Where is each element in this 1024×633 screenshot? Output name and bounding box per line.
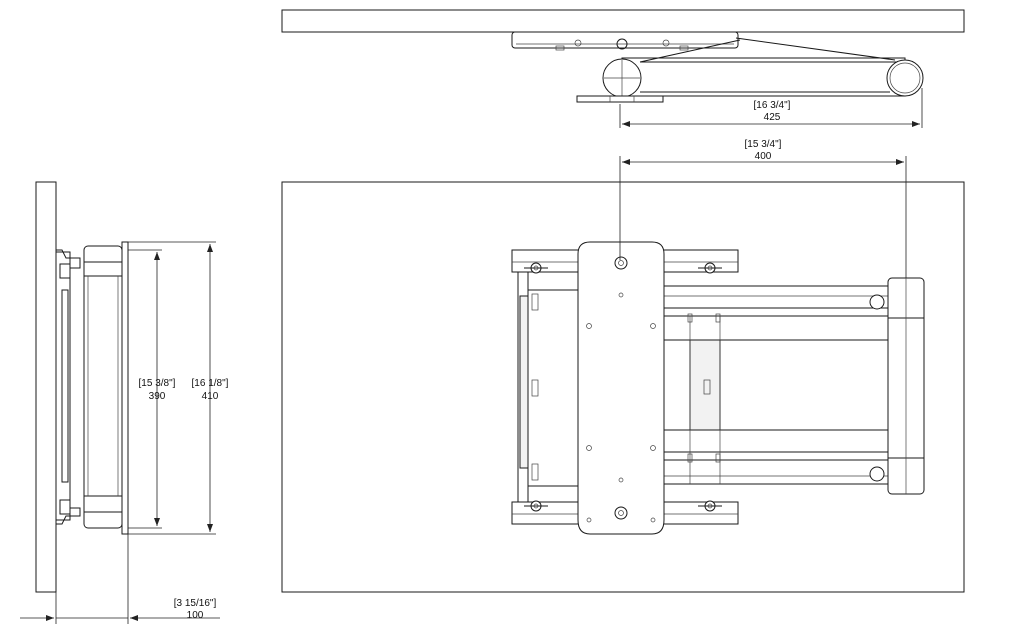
side-view: [15 3/8"] 390 [16 1/8"] 410 [3 15/16"] 1… xyxy=(20,181,229,624)
side-tv-plate xyxy=(121,241,129,535)
dim-depth-metric: 100 xyxy=(187,610,204,621)
side-wall xyxy=(35,181,57,593)
dim-plate-width-metric: 400 xyxy=(755,151,772,162)
dim-arm-length-metric: 425 xyxy=(764,112,781,123)
dim-outer-height-metric: 410 xyxy=(202,391,219,402)
top-arm xyxy=(621,57,906,97)
front-tv-pivot xyxy=(869,277,925,495)
side-arm-body xyxy=(83,245,123,529)
top-arm-pivot-tv xyxy=(886,59,924,97)
top-wall-panel xyxy=(281,9,965,33)
front-arms xyxy=(659,285,891,485)
front-view: [15 3/4"] 400 xyxy=(281,139,965,593)
dim-outer-height-imperial: [16 1/8"] xyxy=(192,378,229,389)
dim-inner-height-imperial: [15 3/8"] xyxy=(139,378,176,389)
top-view: [16 3/4"] 425 xyxy=(281,9,965,128)
top-tv-plate xyxy=(576,95,664,103)
dim-depth-imperial: [3 15/16"] xyxy=(174,598,217,609)
dim-arm-length-imperial: [16 3/4"] xyxy=(754,100,791,111)
dim-inner-height-metric: 390 xyxy=(149,391,166,402)
front-tv-plate xyxy=(577,241,665,535)
dim-plate-width-imperial: [15 3/4"] xyxy=(745,139,782,150)
side-wall-bracket xyxy=(55,251,71,521)
